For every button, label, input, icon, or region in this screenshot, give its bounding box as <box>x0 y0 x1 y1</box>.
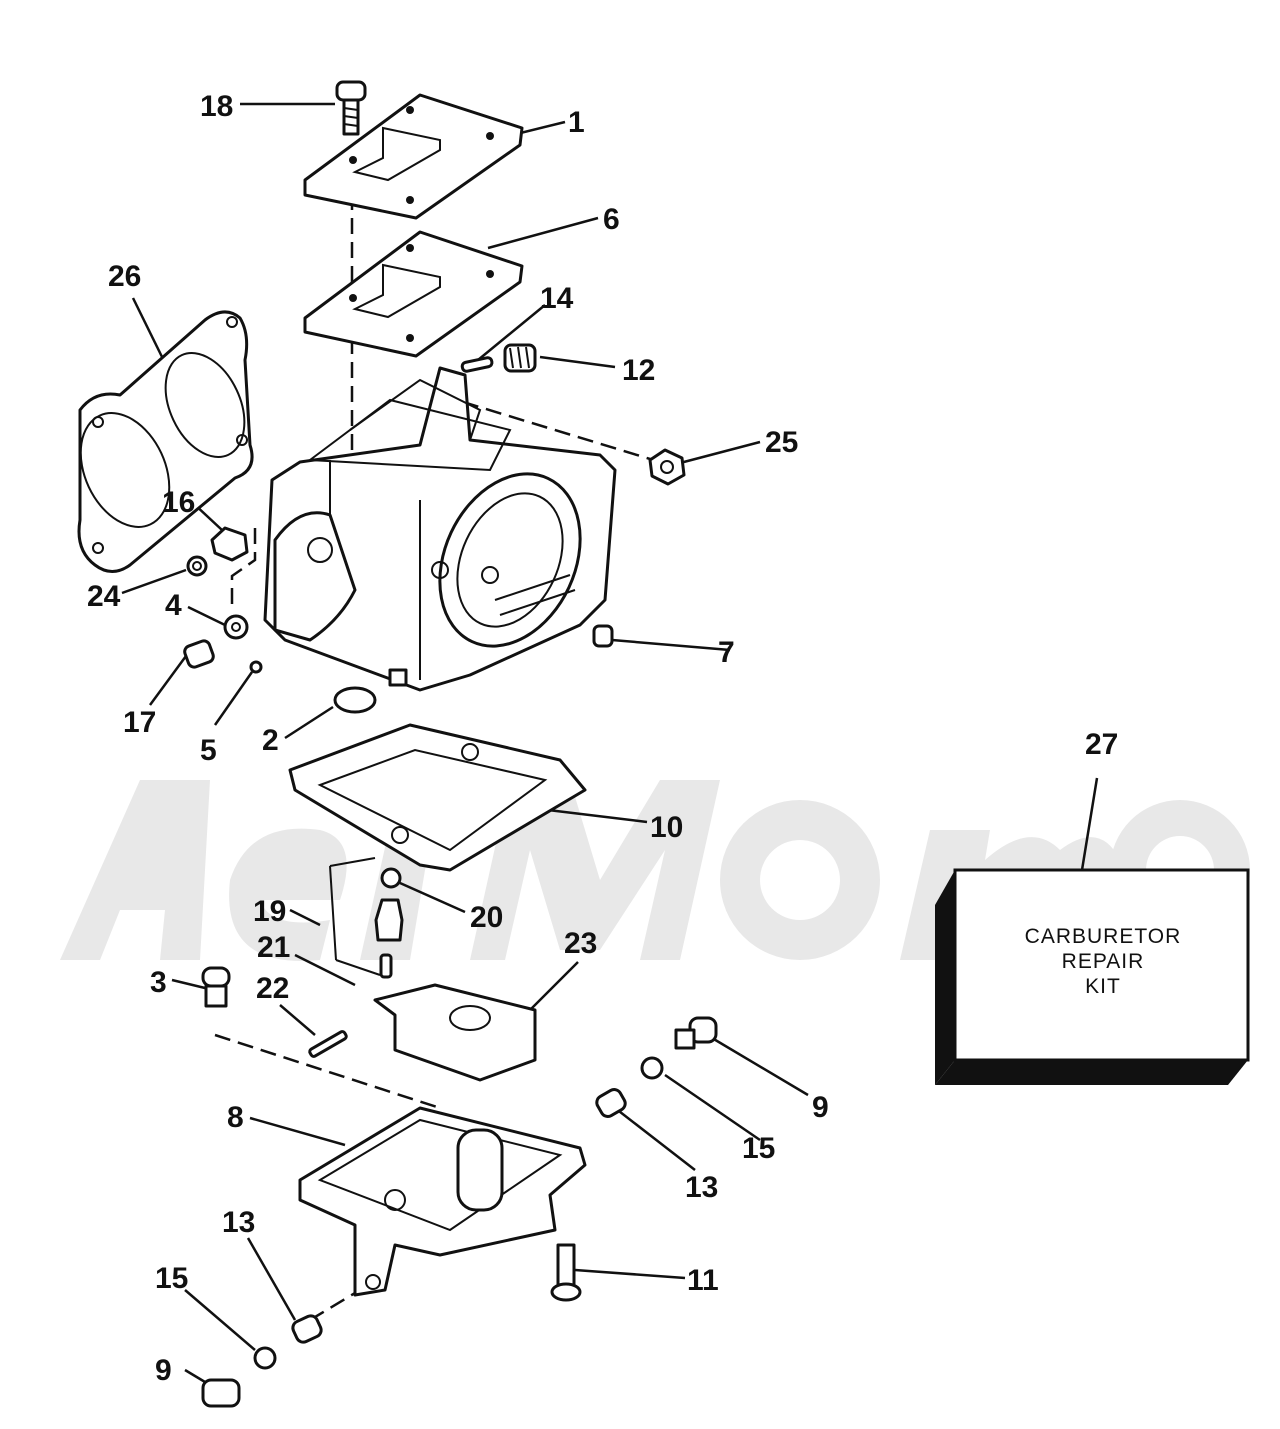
callout-25: 25 <box>765 426 798 459</box>
part-18-screw <box>335 80 367 136</box>
callout-27: 27 <box>1085 728 1118 761</box>
alignment-lines <box>214 170 661 1322</box>
part-10-bowl-gasket <box>288 723 587 872</box>
callout-13-upper: 13 <box>685 1171 718 1204</box>
callout-23: 23 <box>564 927 597 960</box>
callout-12: 12 <box>622 354 655 387</box>
part-9-screw-upper <box>674 1016 718 1050</box>
part-6-gasket <box>303 230 524 358</box>
part-21-needle <box>379 953 393 979</box>
part-15-washer-upper <box>640 1056 664 1080</box>
callout-20: 20 <box>470 901 503 934</box>
callout-labels: 1 2 3 4 5 6 7 8 9 9 10 11 12 13 13 14 15… <box>87 90 1118 1387</box>
callout-13-lower: 13 <box>222 1206 255 1239</box>
part-19-needle-seat <box>374 898 404 942</box>
kit-label-line2: REPAIR <box>1062 950 1145 973</box>
part-13-screw-lower <box>291 1314 323 1344</box>
callout-11: 11 <box>687 1264 719 1297</box>
callout-24: 24 <box>87 580 121 613</box>
part-14-pin <box>460 356 494 373</box>
part-26-flange-gasket <box>77 310 254 573</box>
part-2-disc <box>333 686 377 714</box>
part-25-nut <box>648 448 686 486</box>
part-1-cover-plate <box>303 93 524 220</box>
callout-4: 4 <box>165 589 182 622</box>
callout-21: 21 <box>257 931 290 964</box>
callout-9-lower: 9 <box>155 1354 172 1387</box>
part-20-washer <box>380 867 402 889</box>
part-24-washer <box>186 555 208 577</box>
callout-5: 5 <box>200 734 217 767</box>
callout-17: 17 <box>123 706 156 739</box>
part-17-plug <box>183 639 215 669</box>
callout-9-upper: 9 <box>812 1091 829 1124</box>
callout-26: 26 <box>108 260 141 293</box>
part-3-screw <box>201 966 231 1008</box>
part-4-washer <box>223 614 249 640</box>
part-23-float <box>373 983 537 1082</box>
callout-22: 22 <box>256 972 289 1005</box>
callout-15-lower: 15 <box>155 1262 188 1295</box>
callout-2: 2 <box>262 724 279 757</box>
part-16-fitting <box>210 526 249 562</box>
part-15-washer-lower <box>253 1346 277 1370</box>
part-8-float-bowl <box>298 1106 587 1297</box>
callout-19: 19 <box>253 895 286 928</box>
part-9-screw-lower <box>201 1378 241 1408</box>
part-27-repair-kit: CARBURETOR REPAIR KIT <box>935 868 1250 1085</box>
kit-label-line3: KIT <box>1085 975 1121 998</box>
callout-16: 16 <box>162 486 195 519</box>
part-7-spring <box>592 624 614 648</box>
callout-3: 3 <box>150 966 167 999</box>
part-22-pin <box>308 1030 348 1058</box>
callout-1: 1 <box>568 106 585 139</box>
callout-8: 8 <box>227 1101 244 1134</box>
leader-lines <box>121 102 1099 1387</box>
callout-15-upper: 15 <box>742 1132 775 1165</box>
part-13-screw-upper <box>595 1088 627 1118</box>
callout-10: 10 <box>650 811 683 844</box>
callout-7: 7 <box>718 636 735 669</box>
callout-6: 6 <box>603 203 620 236</box>
carburetor-body <box>263 366 617 692</box>
callout-18: 18 <box>200 90 233 123</box>
part-5-ball <box>249 660 263 674</box>
kit-label-line1: CARBURETOR <box>1025 925 1182 948</box>
part-12-spring <box>503 343 537 373</box>
callout-14: 14 <box>540 282 574 315</box>
part-11-screw <box>550 1243 582 1302</box>
